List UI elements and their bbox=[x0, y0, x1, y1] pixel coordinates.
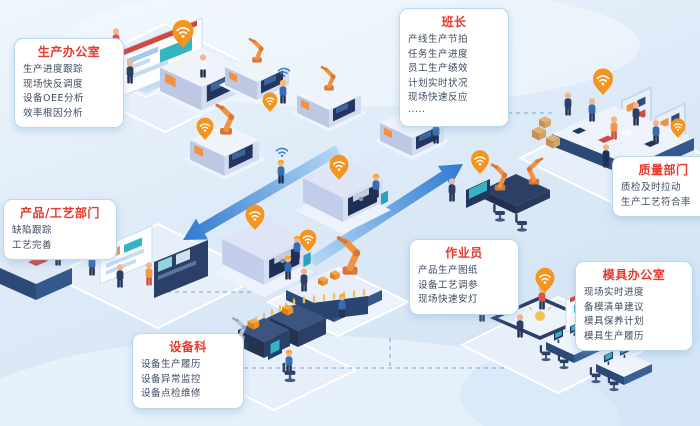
callout-item: 生产工艺符合率 bbox=[621, 196, 692, 208]
callout-product-process-dept: 产品/工艺部门 缺陷跟踪 工艺完善 bbox=[3, 199, 117, 260]
callout-item: 设备生产履历 bbox=[141, 359, 202, 370]
callout-item: 设备异常监控 bbox=[141, 373, 202, 385]
robot-cell-scene bbox=[448, 159, 550, 232]
callout-title: 设备科 bbox=[169, 340, 207, 354]
callout-item: 设备OEE分析 bbox=[23, 93, 84, 104]
wifi-pin-icon bbox=[470, 149, 490, 175]
callout-production-office: 生产办公室 生产进度跟踪 现场快反调度 设备OEE分析 效率根因分析 bbox=[14, 38, 124, 128]
callout-item: 缺陷跟踪 bbox=[12, 225, 53, 236]
equipment-station-scene bbox=[222, 304, 326, 383]
control-screens bbox=[466, 179, 490, 208]
callout-title: 模具办公室 bbox=[602, 268, 666, 282]
side-desk bbox=[0, 252, 72, 300]
callout-title: 班长 bbox=[441, 15, 467, 29]
cargo-box bbox=[539, 116, 551, 129]
callout-item: 模具生产履历 bbox=[584, 330, 645, 342]
callout-mold-office: 模具办公室 现场实时进度 备模清单建议 模具保养计划 模具生产履历 bbox=[575, 261, 693, 351]
callout-item: 模具保养计划 bbox=[584, 316, 645, 327]
callout-item: 质检及时拉动 bbox=[621, 182, 682, 193]
control-terminal bbox=[268, 337, 282, 360]
callout-item: 效率根因分析 bbox=[23, 107, 84, 119]
display-wall-scene bbox=[0, 225, 208, 300]
callout-equipment-dept: 设备科 设备生产履历 设备异常监控 设备点检维修 bbox=[132, 333, 244, 409]
callout-line-leader: 班长 产线生产节拍 任务生产进度 员工生产绩效 计划实时状况 现场快速反应 ··… bbox=[399, 8, 509, 127]
wifi-pin-icon bbox=[534, 267, 556, 294]
callout-item: 工艺完善 bbox=[12, 239, 53, 251]
callout-title: 产品/工艺部门 bbox=[20, 206, 100, 220]
callout-item: 现场快反调度 bbox=[23, 78, 84, 90]
callout-item: 产品生产图纸 bbox=[418, 265, 479, 276]
callout-item: 设备工艺调参 bbox=[418, 279, 479, 291]
callout-operator: 作业员 产品生产图纸 设备工艺调参 现场快速安灯 bbox=[409, 239, 519, 315]
callout-item: 设备点检维修 bbox=[141, 388, 202, 399]
display-board-navy bbox=[154, 240, 208, 298]
wifi-waves-icon bbox=[275, 147, 289, 158]
arrow-down-left bbox=[183, 145, 341, 240]
callout-item: 现场实时进度 bbox=[584, 287, 645, 298]
callout-item: ····· bbox=[408, 106, 426, 118]
office-chair bbox=[515, 213, 528, 232]
callout-item: 产线生产节拍 bbox=[408, 34, 469, 45]
wifi-pin-icon bbox=[592, 67, 614, 96]
callout-title: 生产办公室 bbox=[37, 45, 101, 59]
callout-title: 质量部门 bbox=[638, 163, 689, 177]
callout-item: 生产进度跟踪 bbox=[23, 64, 84, 75]
callout-item: 任务生产进度 bbox=[408, 48, 469, 60]
supervisor-figure bbox=[448, 177, 456, 202]
callout-quality-dept: 质量部门 质检及时拉动 生产工艺符合率 bbox=[612, 156, 700, 217]
callout-item: 员工生产绩效 bbox=[408, 63, 469, 74]
callout-item: 计划实时状况 bbox=[408, 77, 469, 89]
callout-item: 现场快速反应 bbox=[408, 92, 469, 103]
worker-figure bbox=[564, 91, 572, 116]
callout-item: 备模清单建议 bbox=[584, 301, 645, 313]
callout-title: 作业员 bbox=[445, 246, 483, 260]
cargo-box bbox=[532, 126, 546, 141]
callout-item: 现场快速安灯 bbox=[418, 294, 479, 305]
wifi-pin-icon bbox=[262, 91, 278, 113]
